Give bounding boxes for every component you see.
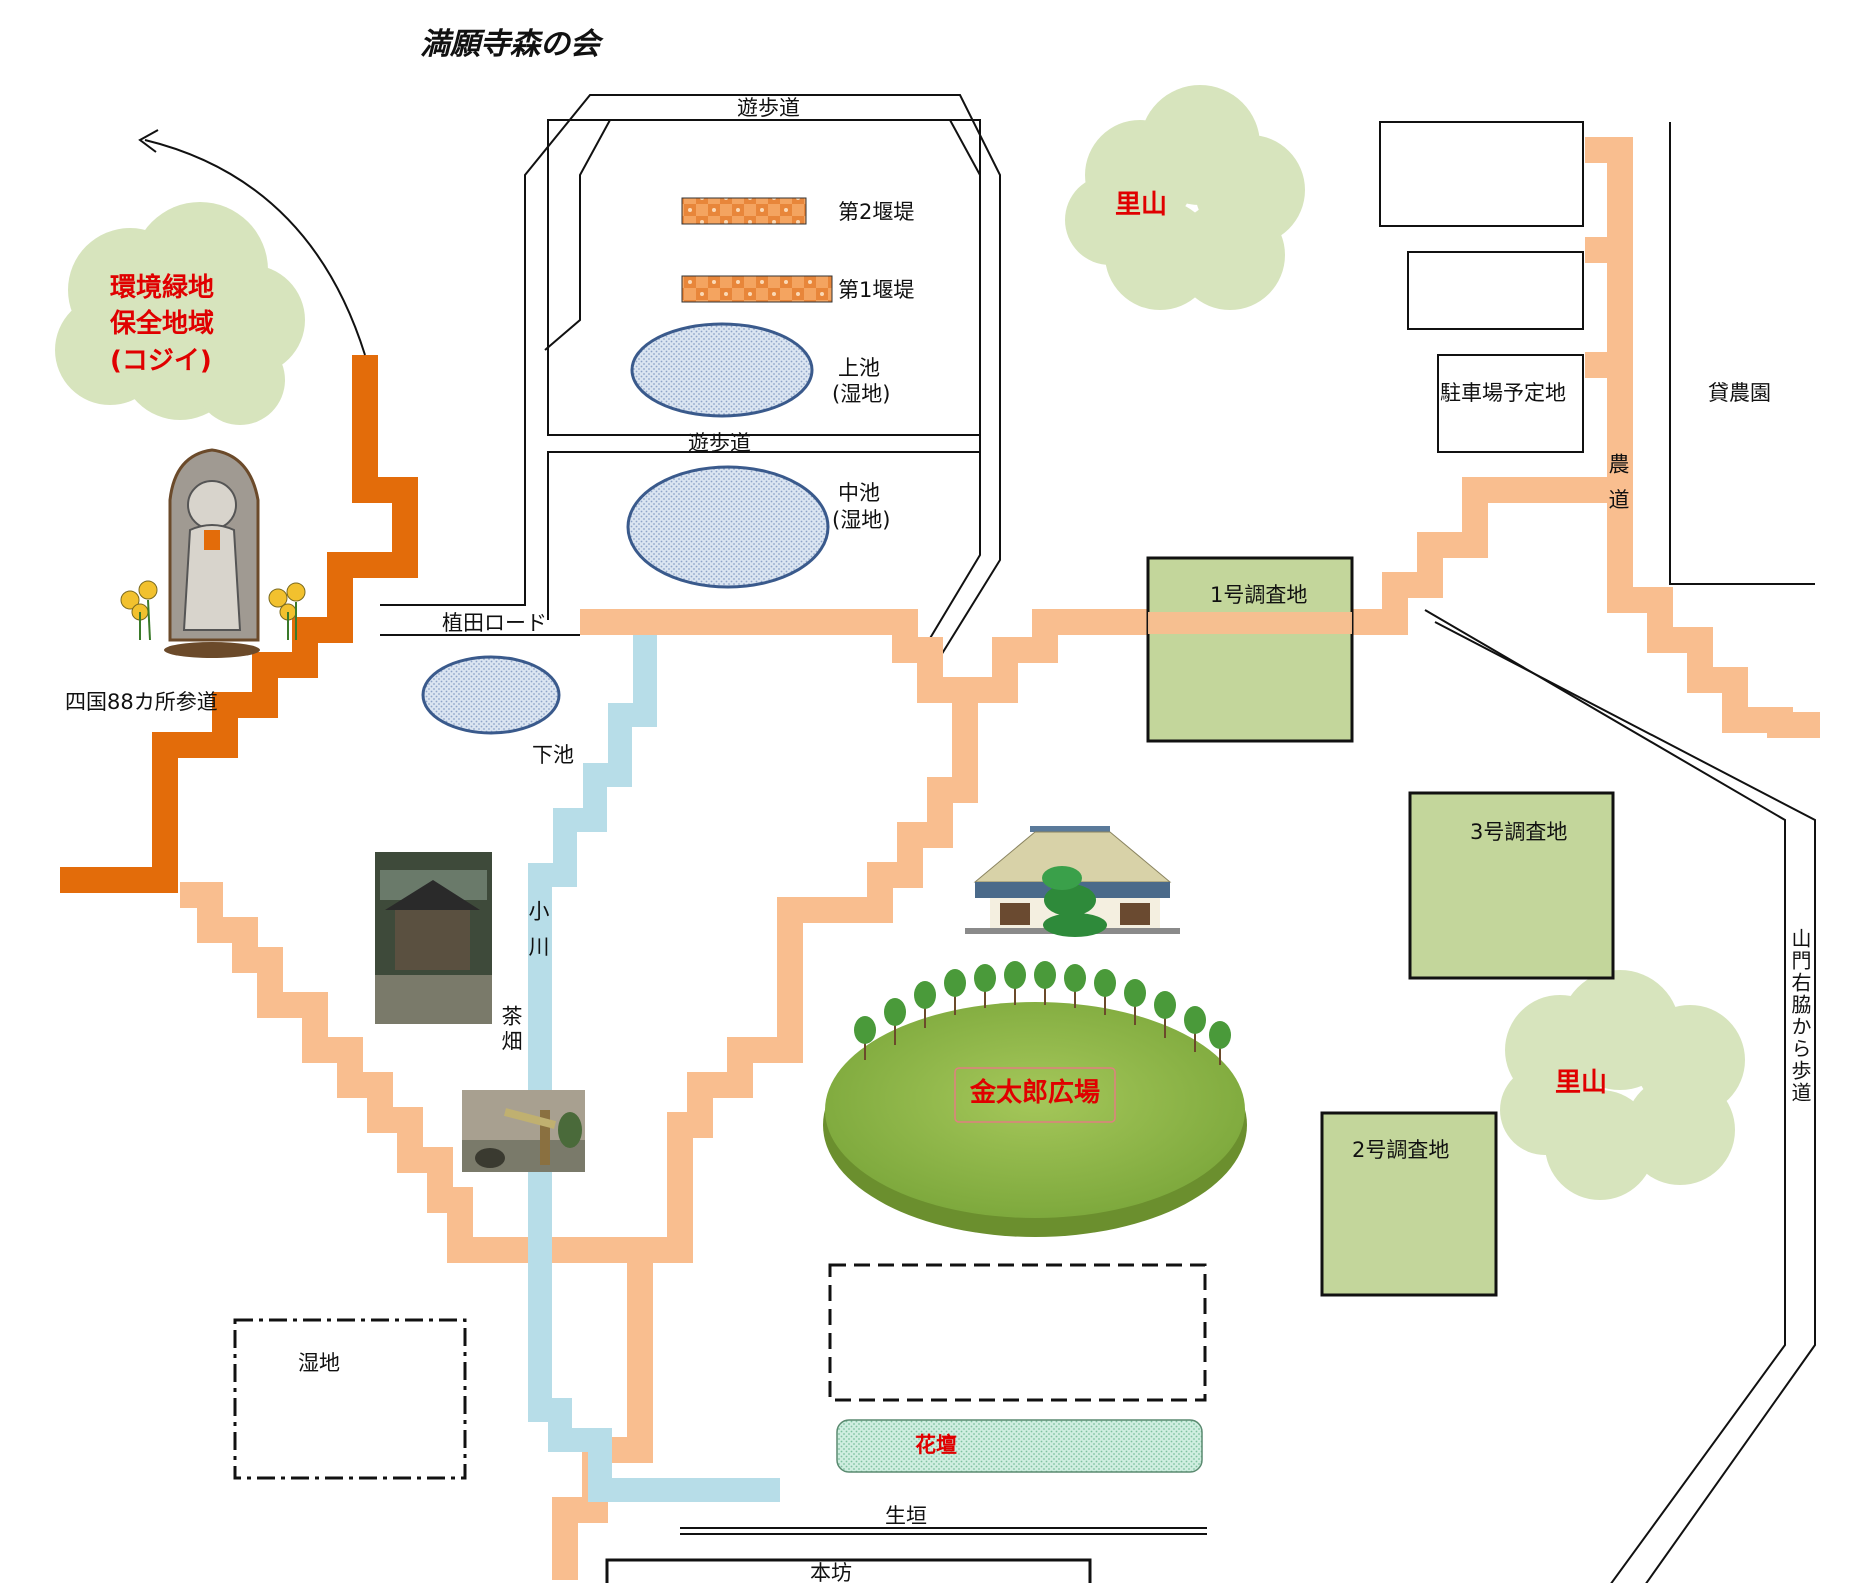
- dam-2: [681, 197, 807, 225]
- naka-pond-sub-label: (湿地): [832, 508, 891, 532]
- sanmon-road: [1424, 609, 1816, 1583]
- tea-field-label: 茶畑: [499, 1005, 523, 1055]
- photo-shrine: [375, 852, 492, 1024]
- flower-bed-label: 花壇: [915, 1433, 957, 1457]
- kami-pond-sub-label: (湿地): [832, 382, 891, 406]
- shikoku-path-label: 四国88カ所参道: [65, 690, 218, 714]
- survey3-label: 3号調査地: [1470, 820, 1568, 844]
- green-area-line-1: 環境緑地: [110, 273, 215, 303]
- survey2-label: 2号調査地: [1352, 1138, 1450, 1162]
- photo-tea: [462, 1090, 585, 1172]
- shimo-pond-label: 下池: [532, 743, 574, 767]
- survey-sites: [1146, 556, 1615, 1297]
- survey-3: [1408, 791, 1615, 980]
- farm-road-label: 農 道: [1606, 453, 1630, 514]
- walkway-mid-label: 遊歩道: [688, 431, 751, 455]
- wetland-box: [233, 1318, 467, 1480]
- naka-pond: [626, 465, 830, 589]
- hedge-label: 生垣: [885, 1504, 927, 1528]
- stream-label: 小 川: [526, 900, 550, 961]
- green-cloud-environment: [55, 202, 305, 425]
- direction-arrow: [144, 139, 366, 356]
- pilgrimage-path: [60, 355, 418, 893]
- dam1-label: 第1堰堤: [838, 278, 915, 302]
- parking-label: 駐車場予定地: [1440, 381, 1566, 405]
- kintaro-plaza-label: 金太郎広場: [970, 1078, 1101, 1108]
- satoyama-top-label: 里山: [1115, 190, 1168, 220]
- flower-bed: [836, 1419, 1203, 1473]
- satoyama-bottom-cloud: [1500, 970, 1745, 1200]
- buildings: [1379, 121, 1584, 453]
- walkway-top-label: 遊歩道: [737, 96, 800, 120]
- green-area-line-3: (コジイ): [110, 345, 212, 376]
- dam2-label: 第2堰堤: [838, 200, 915, 224]
- survey1-label: 1号調査地: [1210, 583, 1308, 607]
- kintaro-plaza: [823, 961, 1247, 1237]
- jizo-statue: [120, 448, 306, 658]
- survey-2: [1320, 1111, 1498, 1297]
- kami-pond: [630, 322, 814, 418]
- rental-farm-label: 貸農園: [1708, 381, 1771, 405]
- stream: [528, 635, 780, 1502]
- honbo-label: 本坊: [810, 1561, 852, 1583]
- honbo-outline: [605, 1558, 1092, 1583]
- green-area-label: 環境緑地 保全地域 (コジイ): [110, 270, 214, 379]
- satoyama-top-cloud: [1065, 85, 1305, 310]
- shimo-pond: [421, 655, 561, 735]
- wetland-label: 湿地: [298, 1351, 340, 1375]
- ponds: [421, 322, 830, 735]
- sanmon-path-label: 山門右脇から歩道: [1788, 928, 1812, 1104]
- ueda-road-label: 植田ロード: [442, 611, 547, 635]
- plaza-trees: [854, 961, 1231, 1065]
- survey-1: [1146, 556, 1354, 743]
- kami-pond-label: 上池: [838, 356, 880, 380]
- dam-1: [681, 275, 833, 303]
- dashed-area: [828, 1263, 1207, 1402]
- naka-pond-label: 中池: [838, 481, 880, 505]
- map-title: 満願寺森の会: [420, 27, 600, 62]
- walkway-outline: [380, 94, 1001, 666]
- satoyama-bottom-label: 里山: [1555, 1068, 1608, 1098]
- temple-illustration: [965, 826, 1180, 937]
- green-area-line-2: 保全地域: [110, 309, 215, 340]
